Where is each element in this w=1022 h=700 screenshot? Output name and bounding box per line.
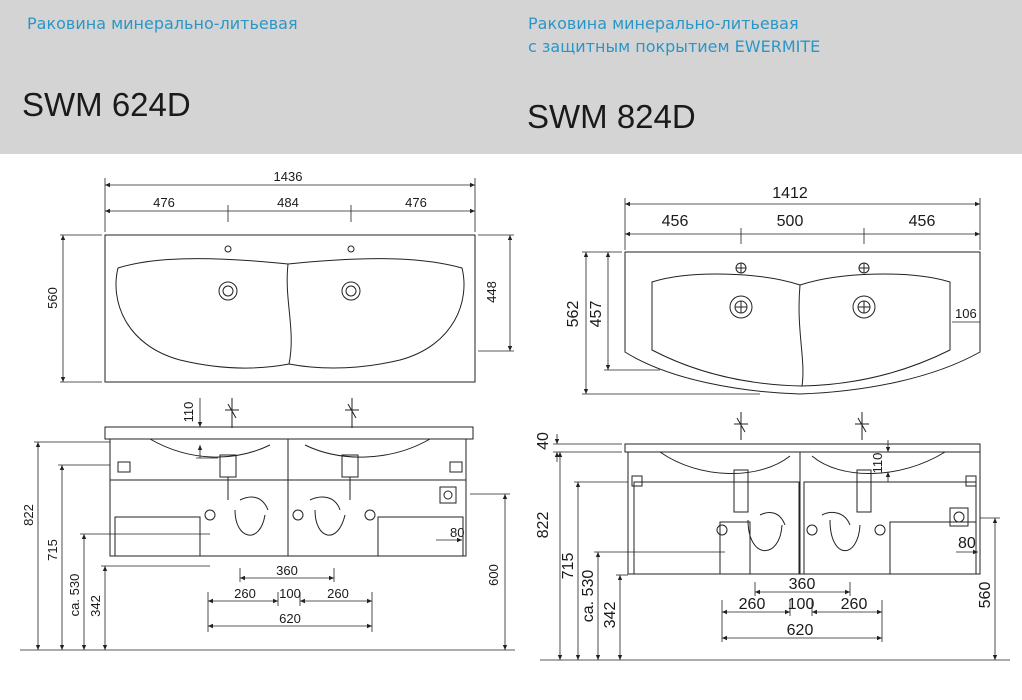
left-w-360: 360 — [276, 563, 298, 578]
right-seg-right: 456 — [909, 213, 936, 230]
left-side-80: 80 — [450, 525, 464, 540]
right-side-80: 80 — [958, 535, 976, 552]
left-bowl-depth: 448 — [484, 281, 499, 303]
header-band: Раковина минерально-литьевая SWM 624D Ра… — [0, 0, 1022, 154]
left-seg-mid: 484 — [277, 195, 299, 210]
right-faucet-height: 110 — [870, 453, 885, 474]
left-top-view — [104, 234, 476, 383]
right-w-260-right: 260 — [841, 596, 868, 613]
left-w-260-left: 260 — [234, 586, 256, 601]
left-overall-width: 1436 — [274, 169, 303, 184]
left-front-view — [104, 398, 474, 557]
left-height-530: ca. 530 — [67, 574, 82, 617]
right-w-100: 100 — [788, 596, 815, 613]
right-height-530: ca. 530 — [580, 570, 597, 623]
left-height-342: 342 — [88, 595, 103, 617]
left-front-dimensions — [20, 398, 515, 651]
left-seg-right: 476 — [405, 195, 427, 210]
right-subtitle-line1: Раковина минерально-литьевая — [528, 14, 799, 33]
left-top-dimensions — [60, 178, 514, 383]
right-edge-106: 106 — [955, 306, 977, 321]
right-seg-mid: 500 — [777, 213, 804, 230]
right-w-360: 360 — [789, 576, 816, 593]
right-front-dimensions — [540, 434, 1010, 661]
left-cabinet-height: 600 — [486, 564, 501, 586]
right-w-260-left: 260 — [739, 596, 766, 613]
right-model-title: SWM 824D — [527, 98, 696, 135]
left-faucet-height: 110 — [181, 402, 196, 423]
left-seg-left: 476 — [153, 195, 175, 210]
left-w-620: 620 — [279, 611, 301, 626]
left-subtitle: Раковина минерально-литьевая — [27, 14, 298, 33]
right-height-715: 715 — [560, 553, 577, 580]
right-height-342: 342 — [602, 602, 619, 629]
left-w-260-right: 260 — [327, 586, 349, 601]
right-top-40: 40 — [535, 432, 552, 450]
right-subtitle-line2: с защитным покрытием EWERMITE — [528, 37, 821, 56]
right-depth: 562 — [565, 301, 582, 328]
right-overall-width: 1412 — [772, 185, 808, 202]
right-cabinet-height: 560 — [977, 582, 994, 609]
left-depth: 560 — [45, 287, 60, 309]
right-height-total: 822 — [535, 512, 552, 539]
right-seg-left: 456 — [662, 213, 689, 230]
left-w-100: 100 — [279, 586, 301, 601]
left-height-total: 822 — [21, 504, 36, 526]
right-front-view — [624, 412, 981, 575]
right-top-dimensions — [582, 198, 981, 395]
left-height-715: 715 — [45, 539, 60, 561]
left-model-title: SWM 624D — [22, 86, 191, 123]
right-top-view — [624, 251, 981, 395]
right-w-620: 620 — [787, 622, 814, 639]
right-bowl-depth: 457 — [588, 301, 605, 328]
